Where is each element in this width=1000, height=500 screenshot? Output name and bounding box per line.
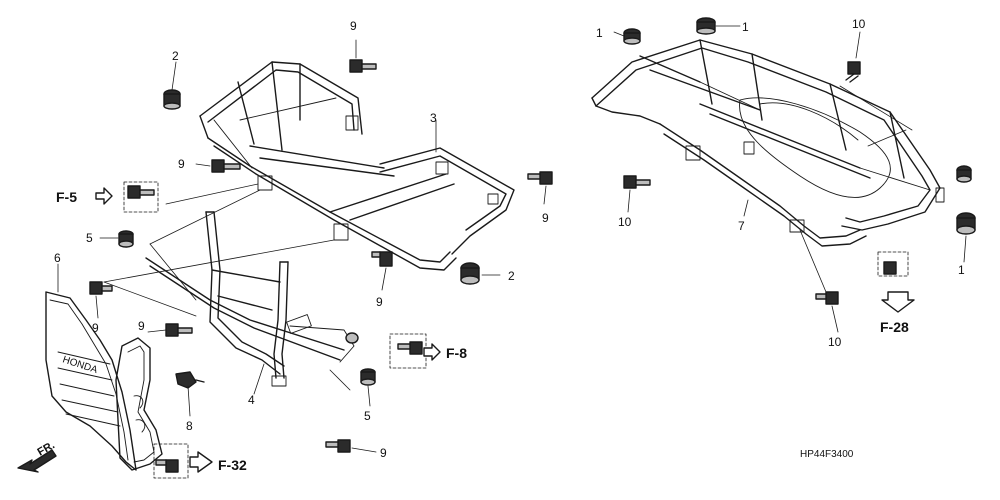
diagram-code: HP44F3400: [800, 449, 854, 460]
callout-2a: 2: [172, 49, 179, 63]
bolt-9c: [527, 171, 553, 185]
bolt-9g: [371, 251, 393, 267]
callout-5a: 5: [86, 231, 93, 245]
callout-10a: 10: [852, 17, 866, 31]
bolt-9f: [325, 439, 351, 453]
f32-arrow-icon: [189, 451, 213, 473]
rear-carrier-frame: [591, 39, 945, 247]
callout-5b: 5: [364, 409, 371, 423]
bolt-f5: [123, 181, 159, 213]
bolt-9d: [89, 281, 113, 295]
rubber-grommet-upper-right: [956, 165, 972, 183]
ref-f28-label: F-28: [880, 319, 909, 335]
collar-5b: [360, 368, 376, 386]
bolt-9a: [349, 59, 377, 73]
ref-f8-label: F-8: [446, 345, 467, 361]
f28-arrow-icon: [881, 291, 915, 313]
ref-f32-label: F-32: [218, 457, 247, 473]
front-grille: HONDA: [45, 291, 137, 471]
f5-arrow-icon: [95, 187, 113, 205]
callout-10c: 10: [828, 335, 842, 349]
front-carrier-frame: [199, 61, 515, 271]
rubber-grommet-1b: [696, 17, 716, 35]
bolt-9b: [211, 159, 241, 173]
bolt-f8: [389, 333, 427, 369]
bolt-10a: [845, 61, 861, 83]
callout-8: 8: [186, 419, 193, 433]
bolt-10b: [623, 175, 651, 189]
front-direction-arrow-icon: [17, 449, 57, 473]
callout-1b: 1: [742, 20, 749, 34]
rubber-grommet-1c: [956, 212, 976, 235]
callout-4: 4: [248, 393, 255, 407]
callout-1c: 1: [958, 263, 965, 277]
callout-9a: 9: [350, 19, 357, 33]
callout-2b: 2: [508, 269, 515, 283]
bolt-10c: [815, 291, 839, 305]
f8-arrow-icon: [423, 343, 441, 361]
collar-5a: [118, 230, 134, 248]
grille-guard: [115, 337, 163, 471]
callout-9b: 9: [178, 157, 185, 171]
callout-9c: 9: [542, 211, 549, 225]
grommet-2b: [460, 262, 480, 285]
callout-6: 6: [54, 251, 61, 265]
callout-7: 7: [738, 219, 745, 233]
grommet-2a: [163, 89, 181, 110]
callout-9g: 9: [376, 295, 383, 309]
bolt-9e: [165, 323, 193, 337]
clip-8: [175, 371, 205, 389]
callout-10b: 10: [618, 215, 632, 229]
callout-9f: 9: [380, 446, 387, 460]
rubber-grommet-1a: [623, 28, 641, 45]
callout-9d: 9: [92, 321, 99, 335]
front-pipe-frame: [145, 211, 359, 387]
callout-9e: 9: [138, 319, 145, 333]
ref-f5-label: F-5: [56, 189, 77, 205]
callout-1a: 1: [596, 26, 603, 40]
bolt-f32: [153, 443, 189, 479]
bolt-f28: [877, 251, 909, 277]
callout-3: 3: [430, 111, 437, 125]
